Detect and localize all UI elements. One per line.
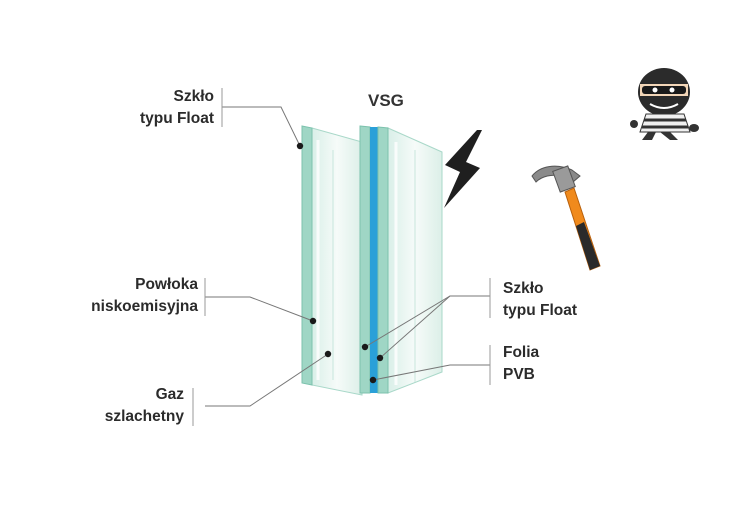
label-lowe-coating-line2: niskoemisyjna	[91, 298, 198, 315]
label-pvb-film-line1: Folia	[503, 344, 540, 361]
left-glass-pane	[301, 125, 363, 396]
hammer-icon	[531, 165, 601, 271]
label-pvb-film: Folia PVB	[503, 342, 539, 386]
label-float-glass-left-line2: typu Float	[139, 110, 214, 127]
label-float-glass-right-line2: typu Float	[503, 302, 578, 319]
vsg-title: VSG	[368, 91, 404, 110]
label-lowe-coating: Powłoka niskoemisyjna	[70, 274, 198, 318]
label-noble-gas: Gaz szlachetny	[88, 384, 184, 428]
label-brackets	[192, 88, 491, 426]
leader-lines	[205, 106, 490, 407]
lightning-icon	[444, 130, 482, 208]
label-pvb-film-line2: PVB	[503, 366, 535, 383]
label-noble-gas-line2: szlachetny	[104, 408, 184, 425]
label-lowe-coating-line1: Powłoka	[135, 276, 198, 293]
label-float-glass-left: Szkło typu Float	[118, 86, 214, 130]
label-noble-gas-line1: Gaz	[155, 386, 184, 403]
label-float-glass-left-line1: Szkło	[173, 88, 214, 105]
leader-dots	[296, 142, 384, 384]
label-float-glass-right-line1: Szkło	[503, 280, 544, 297]
burglar-icon	[630, 68, 699, 140]
pvb-film	[370, 127, 378, 393]
label-float-glass-right: Szkło typu Float	[503, 278, 577, 322]
right-vsg-pane	[359, 125, 443, 394]
